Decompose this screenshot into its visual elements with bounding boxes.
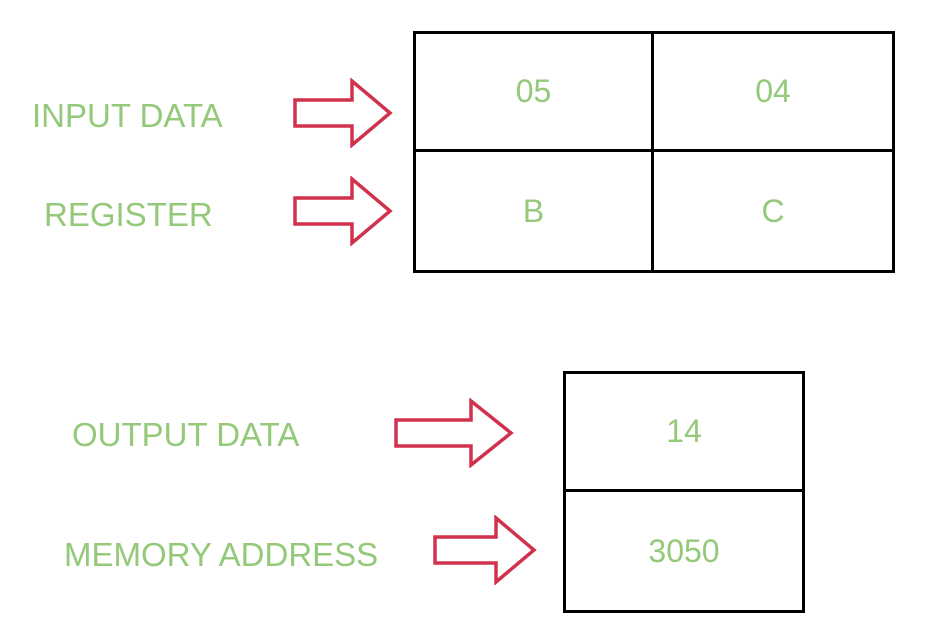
input-data-label: INPUT DATA (32, 97, 223, 134)
register-cell-1: B (416, 152, 654, 270)
input-register-table: 05 04 B C (413, 31, 895, 273)
input-data-arrow-icon (293, 78, 393, 148)
register-label: REGISTER (44, 196, 213, 233)
input-data-cell-2: 04 (654, 34, 892, 152)
input-data-cell-1: 05 (416, 34, 654, 152)
memory-address-arrow-icon (433, 515, 537, 585)
register-cell-2: C (761, 192, 785, 229)
memory-address-cell: 3050 (648, 532, 720, 569)
register-arrow-icon (293, 176, 393, 246)
output-memory-table: 14 3050 (563, 371, 805, 613)
memory-address-label: MEMORY ADDRESS (64, 536, 379, 573)
output-data-arrow-icon (394, 398, 514, 468)
output-data-cell: 14 (566, 374, 802, 492)
output-data-label: OUTPUT DATA (72, 416, 300, 453)
